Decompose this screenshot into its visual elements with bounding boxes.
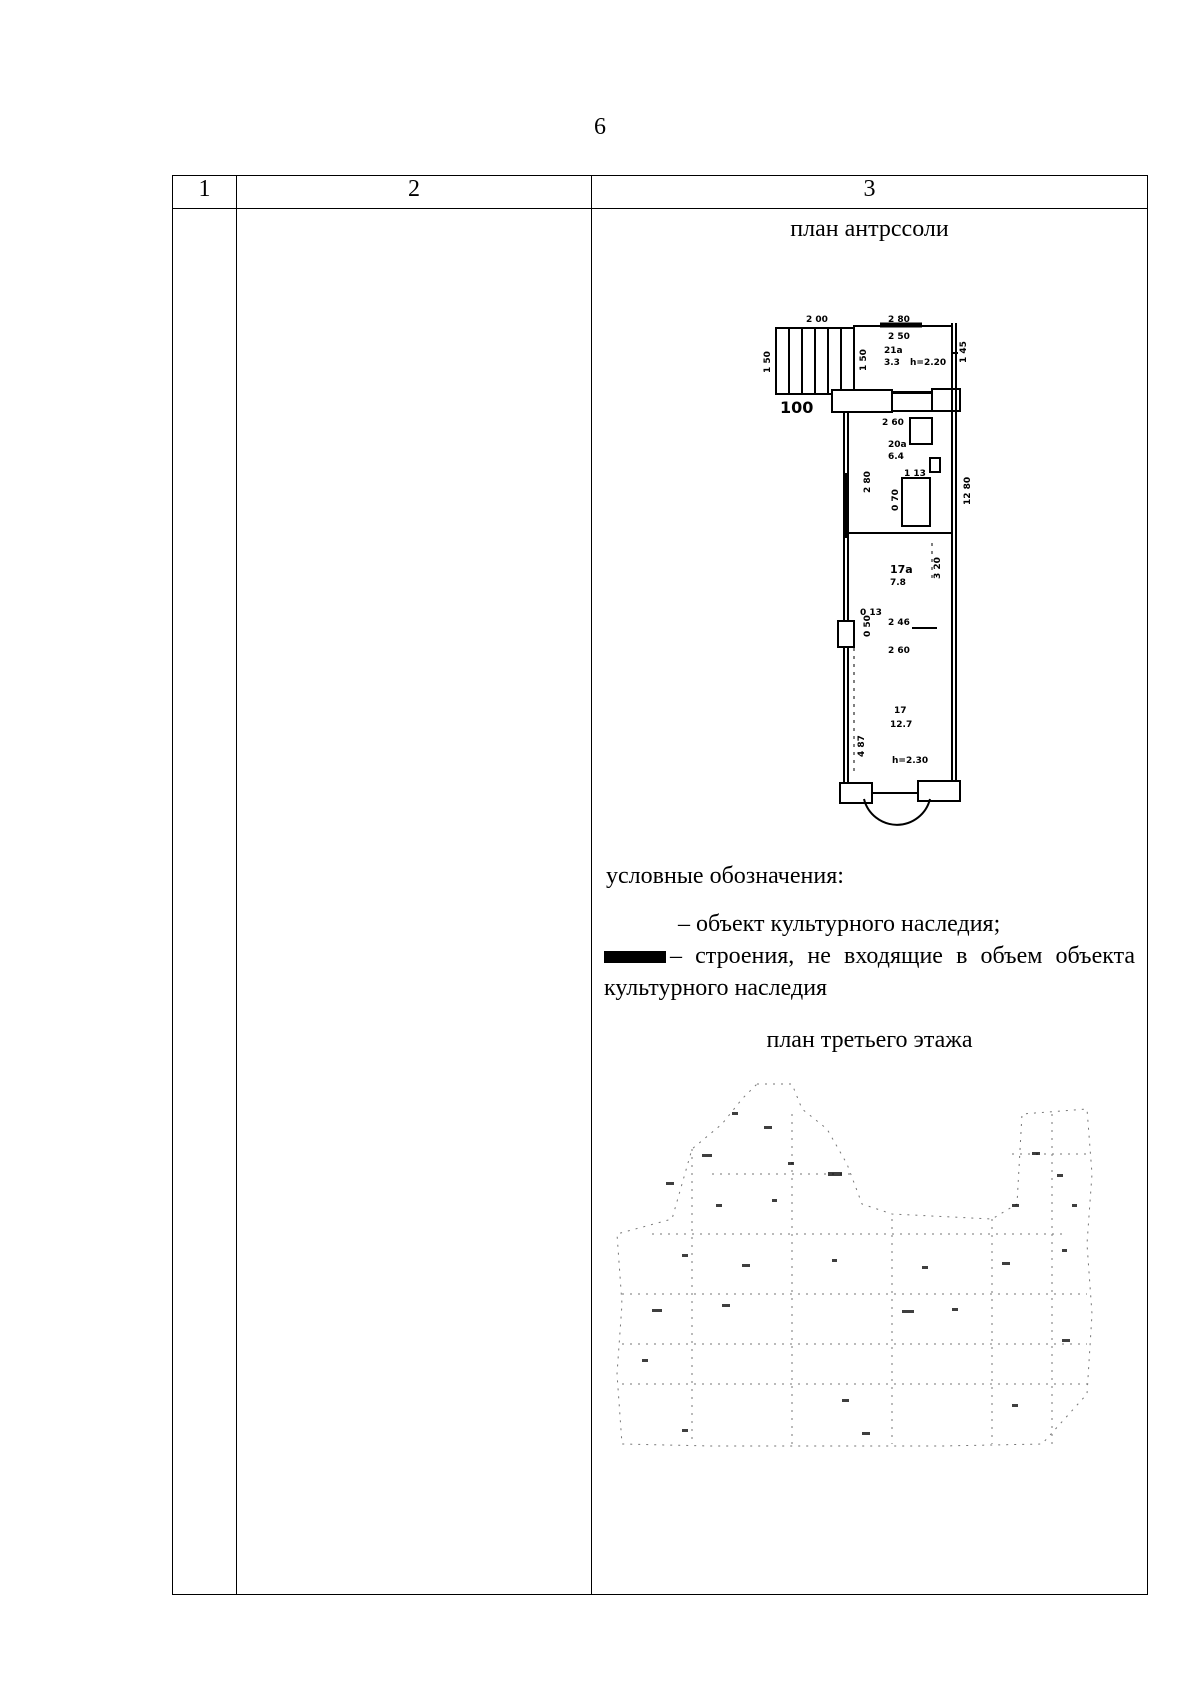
plan-label: h=2.20 [910,358,946,368]
plan-label: 4 87 [857,735,867,757]
content-table: 1 2 3 план антрссоли [172,175,1148,1595]
plan-label: 1 13 [904,469,926,479]
column-header-2: 2 [236,175,592,209]
plan-label: 2 80 [888,315,910,325]
black-line-swatch [604,951,666,964]
plan-label: 1 45 [959,341,969,363]
plan-label: 6.4 [888,452,904,462]
plan-label: 0 50 [863,615,873,637]
table-header-row: 1 2 3 [172,175,1148,209]
mezzanine-floor-plan: 2 00 2 80 1 50 2 50 1 50 1 45 21а 3.3 h=… [763,315,973,826]
legend-item-non-heritage: – строения, не входящие в объем объекта … [604,940,1135,1004]
plan-label: 0 13 [860,608,882,618]
legend: – объект культурного наследия; – строени… [604,908,1135,1004]
plan-label: 2 80 [863,471,873,493]
plan-label: 3.3 [884,358,900,368]
column-header-1: 1 [172,175,237,209]
plan-label: 2 46 [888,618,910,628]
legend-item-heritage: – объект культурного наследия; [678,911,1001,937]
plan-label: 2 60 [888,646,910,656]
plan-label: 20а [888,440,907,450]
legend-item-non-heritage-text: – строения, не входящие в объем объекта … [604,943,1135,1001]
plan-label: 17 [894,706,907,716]
plan-label: 0 70 [891,489,901,511]
mezzanine-plan-title: план антрссоли [790,216,949,242]
page-number: 6 [594,114,606,140]
plan-label: h=2.30 [892,756,928,766]
plan-label: 2 60 [882,418,904,428]
table-body-row: план антрссоли [172,208,1148,1595]
plan-label: 12.7 [890,720,912,730]
plan-label: 100 [780,398,813,417]
column-header-3: 3 [591,175,1148,209]
plan-label: 17а [890,563,913,576]
legend-heading: условные обозначения: [606,863,844,889]
plan-label: 7.8 [890,578,906,588]
cell-column-2 [236,208,592,1595]
cell-column-3: план антрссоли [591,208,1148,1595]
plan-label: 2 00 [806,315,828,325]
third-floor-plan-title: план третьего этажа [766,1027,973,1053]
plan-label: 1 50 [763,351,773,373]
third-floor-plan [616,1083,1093,1447]
cell-column-1 [172,208,237,1595]
plan-label: 3 20 [933,557,943,579]
plan-label: 2 50 [888,332,910,342]
plan-label: 21а [884,346,903,356]
plan-label: 12 80 [963,477,973,505]
plan-label: 1 50 [859,349,869,371]
